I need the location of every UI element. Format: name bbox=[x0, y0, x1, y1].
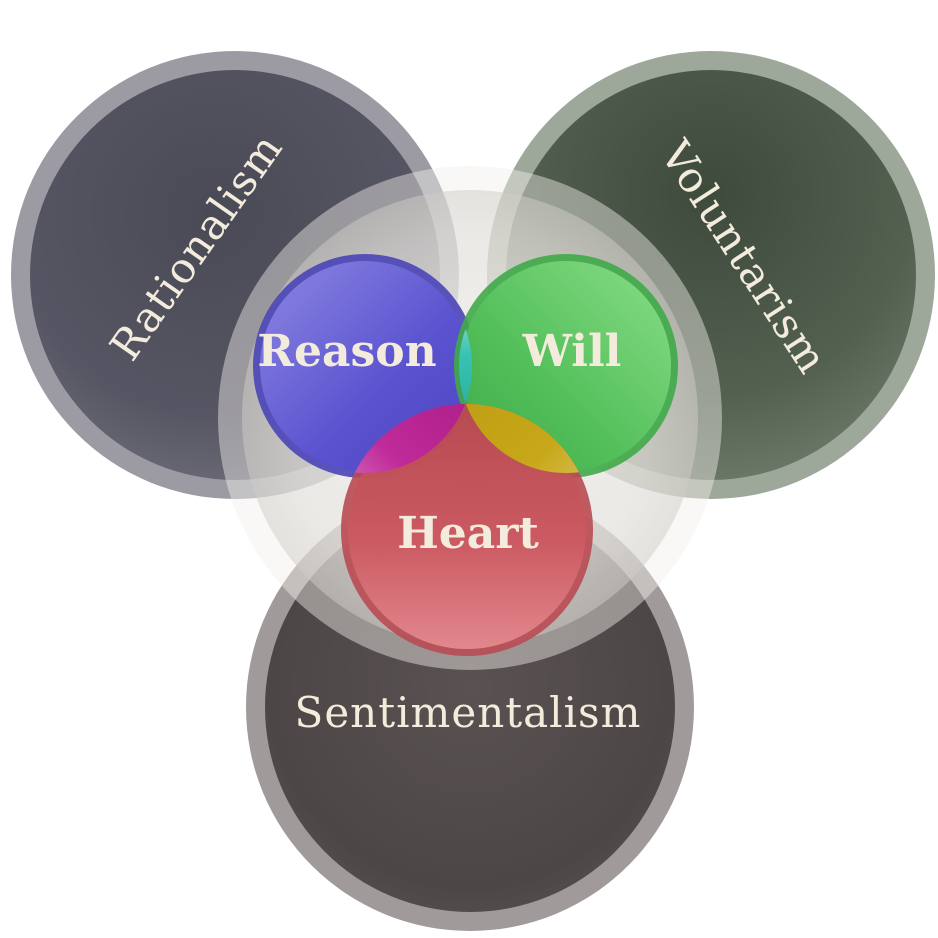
sentimentalism-label: Sentimentalism bbox=[295, 688, 642, 737]
heart-circle bbox=[341, 404, 593, 656]
heart-label: Heart bbox=[397, 508, 539, 559]
reason-label: Reason bbox=[257, 326, 436, 377]
will-label: Will bbox=[522, 326, 622, 377]
